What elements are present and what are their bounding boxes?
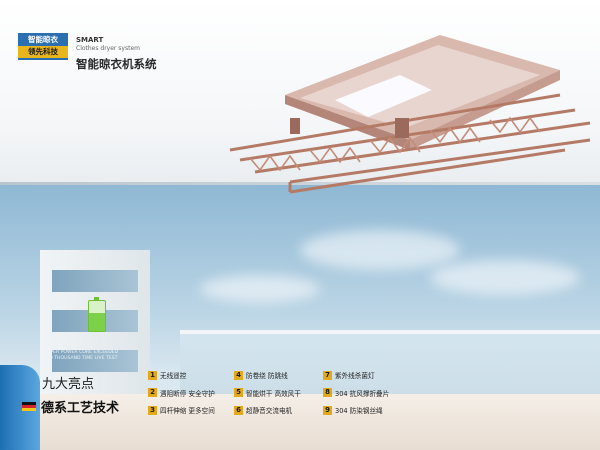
power-note: SUPER POWER CORE EXCEEDED 200 THOUSAND T… — [44, 350, 118, 362]
feature-text: 四杆伸缩 更多空间 — [160, 407, 215, 416]
building-window — [52, 270, 138, 292]
brand-logo: 智能晾衣 领先科技 — [18, 33, 68, 60]
highlights-title: 九大亮点 — [42, 377, 95, 392]
building-window — [52, 350, 138, 372]
cloud — [200, 275, 320, 303]
feature-number: 3 — [148, 405, 157, 415]
feature-text: 遇阻断停 安全守护 — [160, 389, 215, 398]
brand-line-1: 智能晾衣 — [28, 35, 58, 44]
feature-number: 1 — [148, 370, 157, 380]
feature-text: 防卷绕 防跳线 — [246, 372, 288, 381]
ceiling — [0, 0, 600, 185]
feature-number: 8 — [323, 388, 332, 398]
balcony-glass — [180, 334, 600, 394]
feature-text: 紫外线杀菌灯 — [335, 372, 375, 381]
feature-number: 9 — [323, 405, 332, 415]
feature-text: 智能烘干 高效风干 — [246, 389, 301, 398]
feature-text: 超静音交流电机 — [246, 407, 293, 416]
feature-number: 6 — [234, 405, 243, 415]
balcony-rail — [180, 330, 600, 334]
craft-row: 德系工艺技术 — [22, 397, 119, 416]
system-english-subtitle: Clothes dryer system — [76, 45, 140, 52]
feature-number: 7 — [323, 370, 332, 380]
feature-text: 无线遥控 — [160, 372, 187, 381]
system-english-title: SMART — [76, 36, 104, 44]
floor — [0, 394, 600, 450]
cloud — [300, 230, 460, 270]
cloud — [430, 260, 580, 295]
feature-text: 304 防染钢丝绳 — [335, 407, 383, 416]
craft-title: 德系工艺技术 — [41, 401, 120, 416]
power-note-line-2: 200 THOUSAND TIME LIVE TEST — [44, 356, 118, 361]
feature-number: 2 — [148, 388, 157, 398]
brand-line-2: 领先科技 — [18, 46, 68, 58]
feature-number: 5 — [234, 388, 243, 398]
feature-text: 304 抗风撑折叠片 — [335, 389, 390, 398]
power-note-line-1: SUPER POWER CORE EXCEEDED — [44, 350, 119, 355]
german-flag-icon — [22, 402, 36, 411]
feature-number: 4 — [234, 370, 243, 380]
system-chinese-title: 智能晾衣机系统 — [76, 57, 157, 71]
battery-icon — [88, 297, 106, 332]
